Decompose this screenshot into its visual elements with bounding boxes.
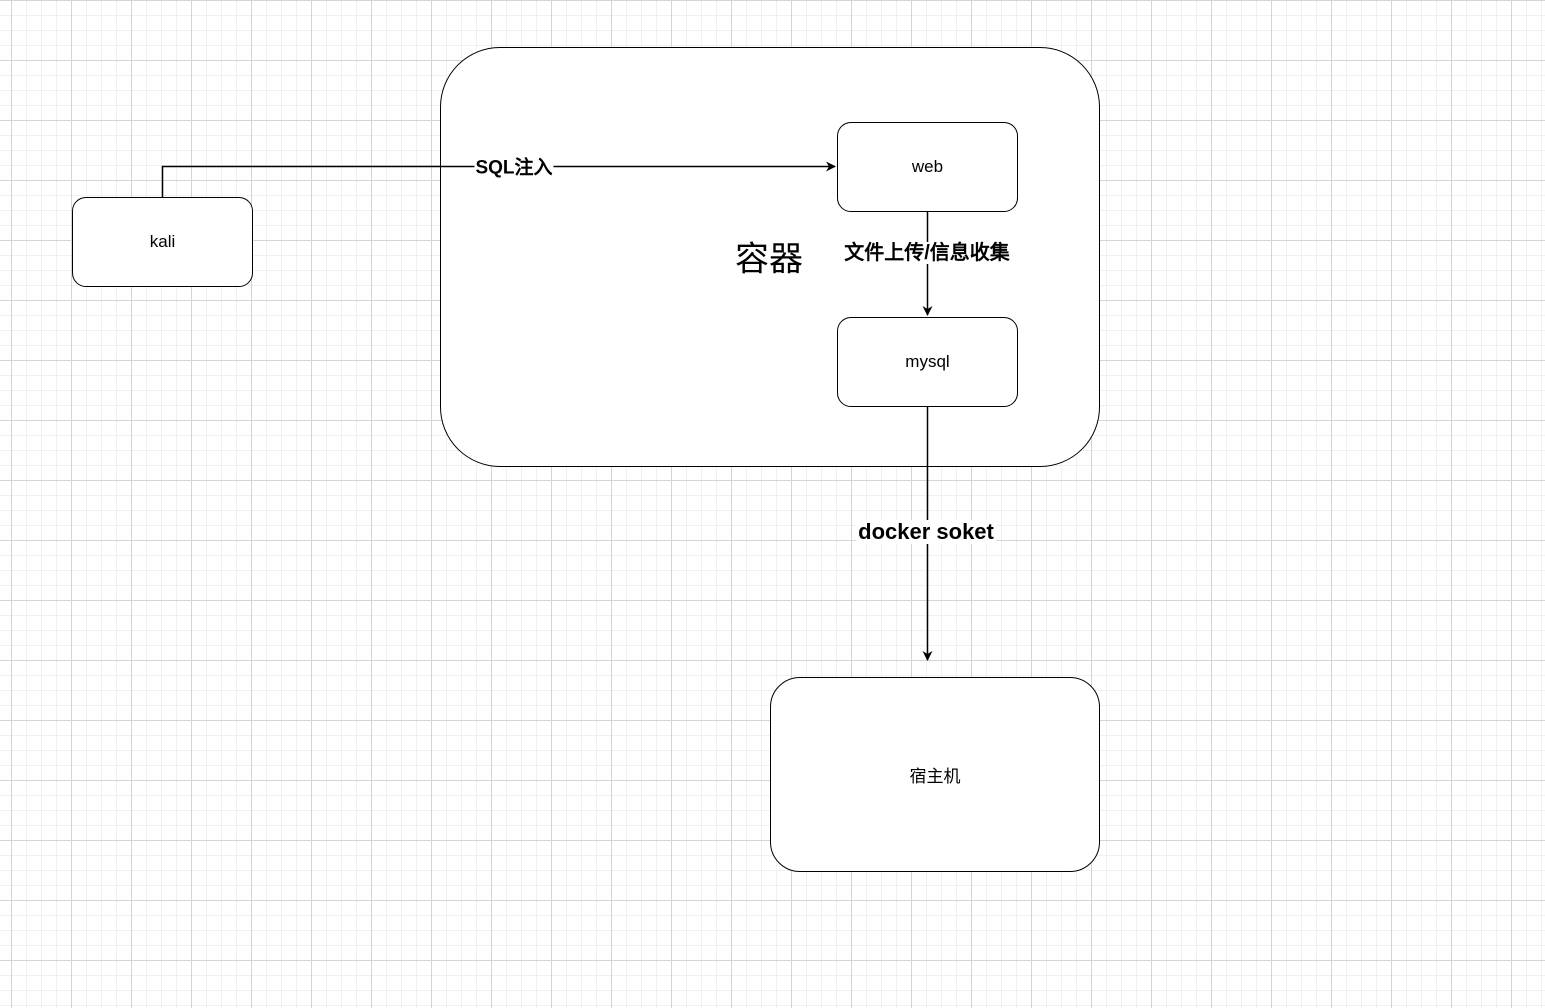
- host-node[interactable]: 宿主机: [770, 677, 1100, 872]
- host-node-label: 宿主机: [909, 767, 961, 786]
- edge-label-sql-injection: SQL注入: [474, 157, 554, 179]
- container-label: 容器: [735, 239, 803, 280]
- edge-label-docker-socket: docker soket: [856, 519, 996, 544]
- edge-label-file-upload: 文件上传/信息收集: [842, 242, 1012, 264]
- web-node-label: web: [911, 157, 944, 176]
- web-node[interactable]: web: [837, 122, 1018, 212]
- mysql-node-label: mysql: [905, 352, 950, 371]
- kali-node-label: kali: [149, 232, 176, 251]
- mysql-node[interactable]: mysql: [837, 317, 1018, 407]
- kali-node[interactable]: kali: [72, 197, 253, 287]
